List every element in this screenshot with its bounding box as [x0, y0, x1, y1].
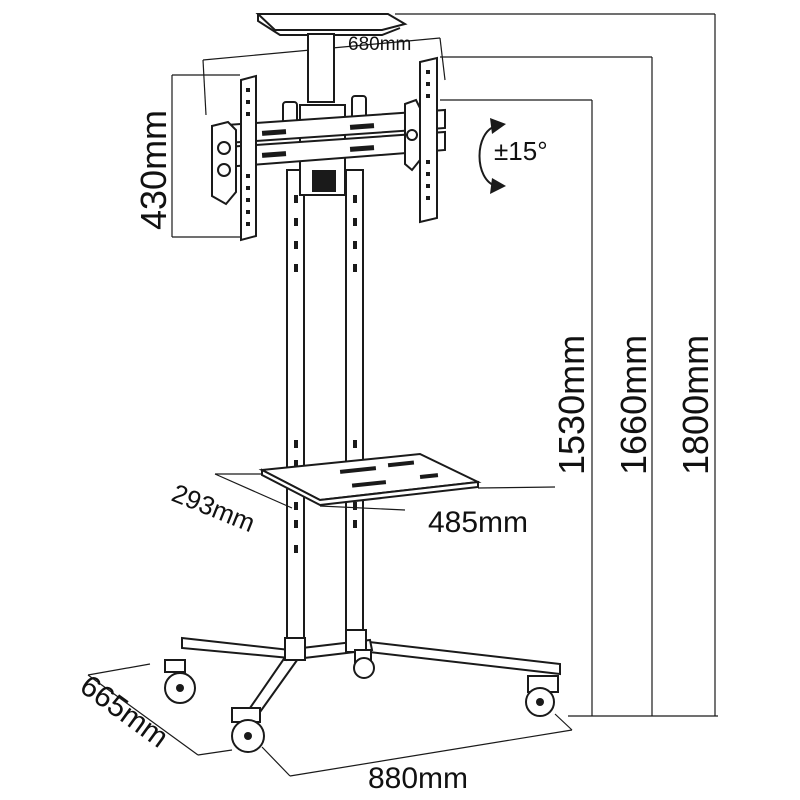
caster-back-left: [164, 659, 196, 704]
caster-back-center: [353, 649, 375, 679]
label-680mm: 680mm: [348, 34, 411, 55]
caster-front-left: [231, 707, 265, 753]
rotate-arrow-icon: [478, 118, 506, 194]
height-dimension-lines: [395, 13, 718, 717]
label-1800mm: 1800mm: [675, 335, 716, 475]
label-485mm: 485mm: [428, 506, 528, 539]
label-880mm: 880mm: [368, 762, 468, 795]
middle-shelf: [214, 452, 556, 511]
columns: [286, 169, 364, 656]
label-1530mm: 1530mm: [551, 335, 592, 475]
label-1660mm: 1660mm: [613, 335, 654, 475]
label-293mm: 293mm: [168, 478, 260, 538]
label-430mm: 430mm: [133, 110, 174, 230]
label-tilt: ±15°: [494, 136, 548, 166]
top-shelf: [255, 13, 408, 103]
caster-right: [525, 675, 559, 717]
base: [87, 629, 573, 777]
tv-mount-bracket: [211, 56, 446, 242]
mount-height-dimension: [171, 74, 245, 238]
label-665mm: 665mm: [74, 669, 174, 755]
